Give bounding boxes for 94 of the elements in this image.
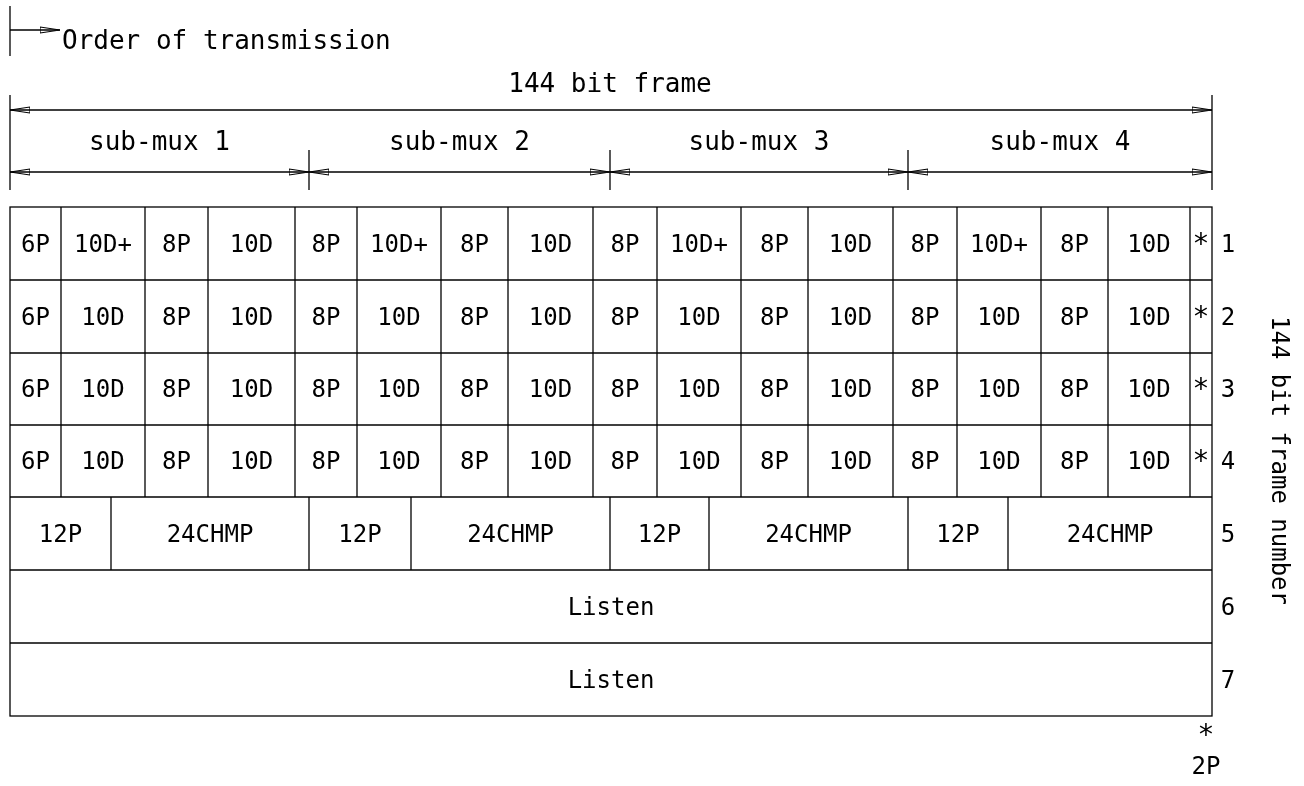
field-code: 8P <box>162 231 191 256</box>
field-code: 12P <box>38 521 83 546</box>
field-code: 10D <box>229 377 274 401</box>
field-code: Listen <box>567 667 655 692</box>
row-number: 2 <box>1220 304 1236 329</box>
row-number: 6 <box>1220 594 1236 619</box>
field-code: 10D <box>828 449 873 473</box>
field-code: 10D+ <box>370 231 428 256</box>
field-code: 8P <box>610 377 640 401</box>
field-code: 10D <box>377 449 421 473</box>
row-number: 4 <box>1220 449 1236 473</box>
field-code: 8P <box>1060 377 1089 401</box>
field-code: 10D <box>677 377 721 401</box>
field-code: 8P <box>460 304 489 329</box>
field-code: 8P <box>162 449 191 473</box>
dimension-text: 144 bit frame <box>508 70 712 96</box>
field-code: 10D <box>1127 449 1171 473</box>
field-code: 6P <box>21 231 50 256</box>
field-code: 10D <box>977 377 1021 401</box>
footnote-mark: * <box>1192 302 1210 331</box>
field-code: 10D <box>828 304 873 329</box>
field-code: 8P <box>760 304 789 329</box>
row-number: 7 <box>1220 667 1236 692</box>
field-code: 8P <box>760 377 789 401</box>
field-code: 8P <box>311 377 341 401</box>
dimension-text: sub-mux 4 <box>989 128 1131 154</box>
field-code: 8P <box>910 449 940 473</box>
footnote-mark: * <box>1197 721 1215 749</box>
field-code: 10D <box>81 449 125 473</box>
field-code: 10D+ <box>74 231 132 256</box>
field-code: 6P <box>21 377 50 401</box>
footnote-mark: * <box>1192 375 1210 403</box>
dimension-text: sub-mux 3 <box>688 128 830 154</box>
field-code: 24CHMP <box>1066 521 1154 546</box>
row-number: 3 <box>1220 377 1236 401</box>
field-code: 10D <box>377 377 421 401</box>
field-code: 10D <box>677 449 721 473</box>
field-code: 8P <box>610 449 640 473</box>
footnote-mark: * <box>1192 447 1210 475</box>
axis-title: 144 bit frame number <box>1268 315 1292 605</box>
field-code: 10D <box>528 304 573 329</box>
field-code: 10D <box>81 304 125 329</box>
field-code: 8P <box>760 231 789 256</box>
field-code: 10D <box>229 449 274 473</box>
field-code: Listen <box>567 594 655 619</box>
field-code: 10D <box>1127 231 1171 256</box>
direction-note: Order of transmission <box>62 27 391 53</box>
field-code: 8P <box>610 231 640 256</box>
field-code: 24CHMP <box>467 521 554 546</box>
dimension-text: sub-mux 1 <box>89 128 230 154</box>
field-code: 10D <box>528 449 573 473</box>
field-code: 12P <box>338 521 382 546</box>
field-code: 8P <box>910 304 940 329</box>
field-code: 8P <box>311 304 341 329</box>
field-code: 8P <box>1060 231 1089 256</box>
field-code: 10D <box>828 231 873 256</box>
field-code: 10D <box>229 231 274 256</box>
dimension-text: sub-mux 2 <box>389 128 530 154</box>
field-code: 10D <box>977 304 1021 329</box>
row-number: 5 <box>1220 521 1236 546</box>
field-code: 8P <box>460 231 489 256</box>
field-code: 10D <box>977 449 1021 473</box>
field-code: 8P <box>311 231 341 256</box>
footnote-mark: * <box>1192 229 1210 258</box>
field-code: 8P <box>760 449 789 473</box>
field-code: 8P <box>910 377 940 401</box>
field-code: 10D <box>828 377 873 401</box>
field-code: 8P <box>162 377 191 401</box>
field-code: 10D <box>1127 304 1171 329</box>
field-code: 6P <box>21 449 50 473</box>
field-code: 10D <box>677 304 721 329</box>
field-code: 8P <box>460 377 489 401</box>
field-code: 8P <box>311 449 341 473</box>
field-code: 24CHMP <box>166 521 254 546</box>
field-code: 8P <box>610 304 640 329</box>
field-code: 10D <box>377 304 421 329</box>
field-code: 8P <box>910 231 940 256</box>
field-code: 10D <box>229 304 274 329</box>
field-code: 10D+ <box>670 231 728 256</box>
field-code: 12P <box>936 521 980 546</box>
field-code: 8P <box>1060 449 1089 473</box>
field-code: 8P <box>460 449 489 473</box>
field-code: 12P <box>637 521 682 546</box>
field-code: 10D <box>528 231 573 256</box>
field-code: 10D <box>1127 377 1171 401</box>
field-code: 6P <box>21 304 50 329</box>
field-code: 10D <box>81 377 125 401</box>
footnote-text: 2P <box>1191 754 1221 778</box>
field-code: 10D <box>528 377 573 401</box>
field-code: 24CHMP <box>765 521 852 546</box>
field-code: 10D+ <box>970 231 1028 256</box>
row-number: 1 <box>1220 231 1236 256</box>
field-code: 8P <box>1060 304 1089 329</box>
field-code: 8P <box>162 304 191 329</box>
